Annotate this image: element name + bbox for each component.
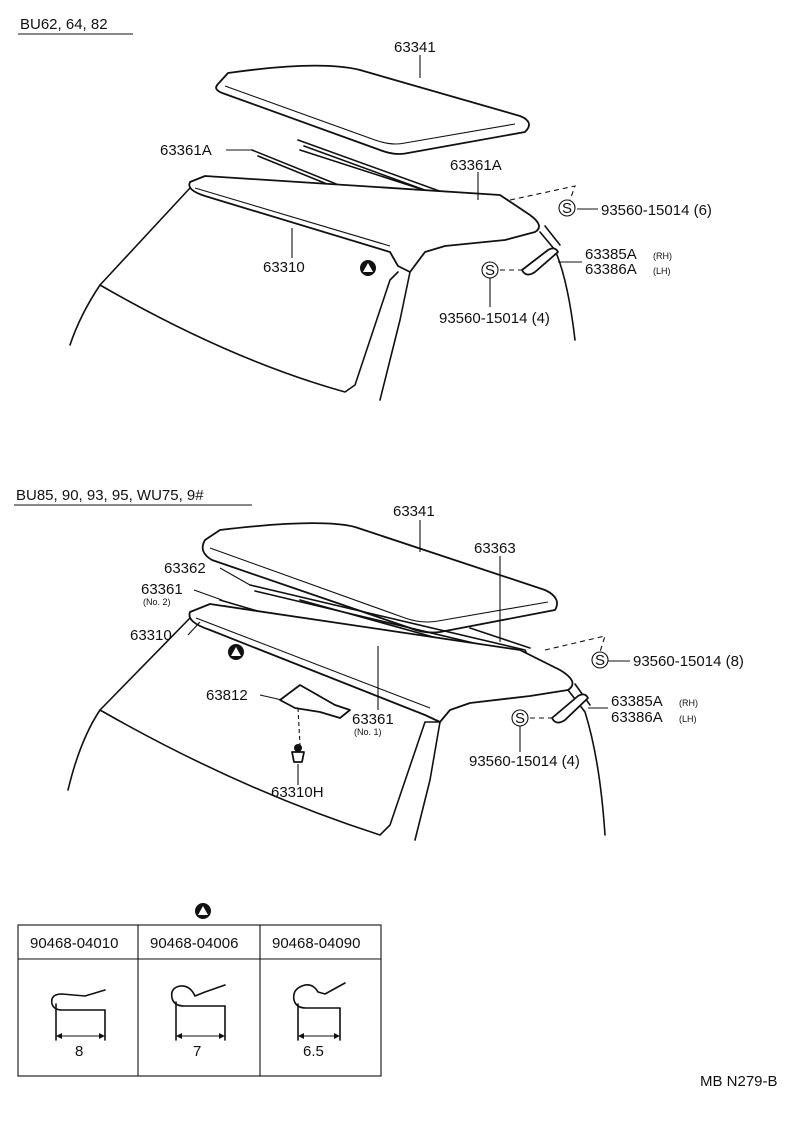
footer-code: MB N279-B xyxy=(700,1073,778,1090)
label-63812: 63812 xyxy=(206,687,248,704)
clip-table-marker-icon xyxy=(195,903,211,919)
label-63341-b: 63341 xyxy=(393,503,435,520)
clip-drawing-1 xyxy=(50,989,106,1041)
clip-drawing-3 xyxy=(292,982,346,1041)
label-63363: 63363 xyxy=(474,540,516,557)
screw-symbol-bottom-2: S xyxy=(511,709,529,727)
clip-table: 90468-04010 90468-04006 90468-04090 8 7 … xyxy=(17,903,382,1077)
section-2-header: BU85, 90, 93, 95, WU75, 9# xyxy=(16,487,204,504)
clip-table-header-2: 90468-04006 xyxy=(150,935,238,952)
roof-panel-63310-b xyxy=(188,603,574,723)
label-63385a-side: (RH) xyxy=(653,251,672,261)
svg-text:S: S xyxy=(515,710,525,727)
screw-symbol-top-1: S xyxy=(558,199,576,217)
clip-marker-icon-1 xyxy=(360,260,376,276)
label-63361-no1-sub: (No. 1) xyxy=(354,727,382,737)
label-63386a-b: 63386A xyxy=(611,709,663,726)
section-2: BU85, 90, 93, 95, WU75, 9# xyxy=(14,487,744,841)
label-63362: 63362 xyxy=(164,560,206,577)
clip-table-header-3: 90468-04090 xyxy=(272,935,360,952)
label-63361-no1: 63361 xyxy=(352,711,394,728)
label-63310-b: 63310 xyxy=(130,627,172,644)
label-63386a: 63386A xyxy=(585,261,637,278)
vehicle-body-outline-2 xyxy=(67,617,606,841)
label-63361a-left: 63361A xyxy=(160,142,212,159)
label-63310: 63310 xyxy=(263,259,305,276)
label-screw-top-b: 93560-15014 (8) xyxy=(633,653,744,670)
clip-marker-icon-2 xyxy=(228,644,244,660)
screw-top-leader-2 xyxy=(544,635,606,653)
label-63341: 63341 xyxy=(394,39,436,56)
clip-drawing-2 xyxy=(170,984,226,1041)
rear-panel-edge-b xyxy=(209,547,549,623)
screw-symbol-top-2: S xyxy=(591,651,609,669)
roof-panel-63310 xyxy=(188,175,540,273)
label-screw-top: 93560-15014 (6) xyxy=(601,202,712,219)
svg-text:S: S xyxy=(595,652,605,669)
svg-text:S: S xyxy=(485,262,495,279)
label-63386a-side: (LH) xyxy=(653,266,671,276)
section-1-header: BU62, 64, 82 xyxy=(20,16,108,33)
label-63310h: 63310H xyxy=(271,784,324,801)
label-63385a-b-side: (RH) xyxy=(679,698,698,708)
rear-panel-63341 xyxy=(215,64,530,155)
label-63385a-b: 63385A xyxy=(611,693,663,710)
label-63386a-b-side: (LH) xyxy=(679,714,697,724)
clip-dimension-3: 6.5 xyxy=(303,1043,324,1060)
label-63361-no2-sub: (No. 2) xyxy=(143,597,171,607)
clip-63310h xyxy=(291,744,305,763)
bracket-63385a-b xyxy=(551,693,589,724)
bracket-63385a xyxy=(521,247,559,276)
lamp-63812 xyxy=(279,684,351,719)
label-63361a-right: 63361A xyxy=(450,157,502,174)
clip-dimension-2: 7 xyxy=(193,1043,201,1060)
roof-panel-edge-b xyxy=(195,617,431,709)
rear-panel-63341-b xyxy=(201,522,558,634)
clip-table-header-1: 90468-04010 xyxy=(30,935,118,952)
screw-top-leader-1 xyxy=(509,185,576,201)
label-screw-bottom: 93560-15014 (4) xyxy=(439,310,550,327)
screw-symbol-bottom-1: S xyxy=(481,261,499,279)
svg-text:S: S xyxy=(562,200,572,217)
clip-dimension-1: 8 xyxy=(75,1043,83,1060)
rear-panel-edge xyxy=(224,85,516,145)
section-1: BU62, 64, 82 S xyxy=(18,16,712,401)
label-63361-no2: 63361 xyxy=(141,581,183,598)
label-63385a: 63385A xyxy=(585,246,637,263)
label-screw-bottom-b: 93560-15014 (4) xyxy=(469,753,580,770)
roof-panel-edge xyxy=(194,187,391,247)
